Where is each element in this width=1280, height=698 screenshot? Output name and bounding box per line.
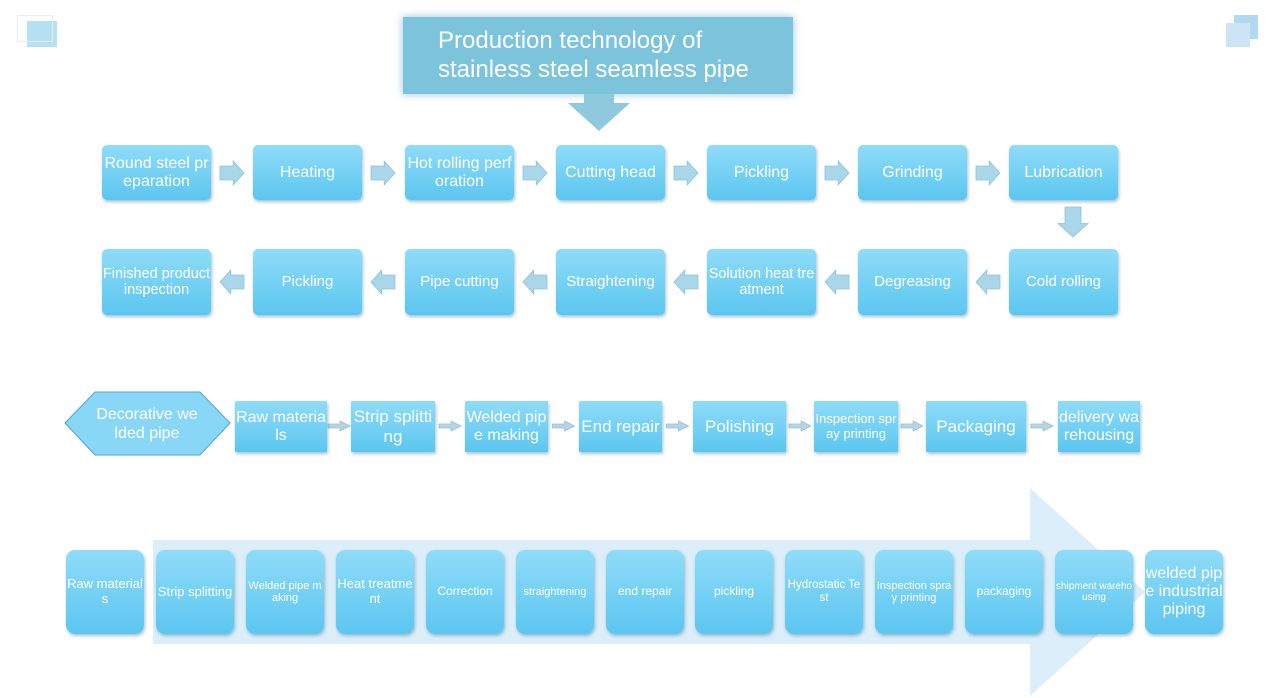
industrial-step-12-label: shipment warehousing: [1055, 580, 1133, 603]
industrial-step-7: end repair: [606, 550, 684, 634]
seamless-return-step-3-label: Pipe cutting: [420, 272, 499, 290]
seamless-step-1: Round steel preparation: [102, 145, 211, 200]
decorative-step-3: Welded pipe making: [465, 401, 548, 452]
decorative-step-8-label: delivery warehousing: [1058, 408, 1140, 444]
seamless-return-step-2-label: Pickling: [281, 272, 334, 290]
seamless-return-arrow-4: [673, 268, 699, 296]
seamless-step-7: Lubrication: [1009, 145, 1118, 200]
decorative-label: Decorative welded pipe: [96, 406, 198, 442]
seamless-arrow-2: [370, 159, 396, 187]
decorative-step-7: Packaging: [926, 401, 1026, 452]
seamless-return-step-7: Cold rolling: [1009, 249, 1118, 315]
industrial-step-1: Raw materials: [66, 550, 144, 634]
decorative-step-4: End repair: [579, 401, 662, 452]
seamless-return-step-6-label: Degreasing: [874, 272, 951, 290]
seamless-return-arrow-3: [522, 268, 548, 296]
seamless-return-step-5: Solution heat treatment: [707, 249, 816, 315]
industrial-step-9: Hydrostatic Test: [785, 550, 863, 634]
seamless-return-arrow-5: [824, 268, 850, 296]
seamless-arrow-5: [824, 159, 850, 187]
industrial-step-2-label: Strip splitting: [157, 583, 233, 599]
seamless-return-arrow-6: [975, 268, 1001, 296]
seamless-return-step-4: Straightening: [556, 249, 665, 315]
industrial-step-7-label: end repair: [617, 584, 673, 599]
decorative-arrow-3: [552, 420, 576, 432]
decorative-arrow-1: [327, 420, 351, 432]
decorative-arrow-5: [788, 420, 812, 432]
seamless-step-2-label: Heating: [279, 163, 336, 181]
seamless-return-arrow-1: [219, 268, 245, 296]
seamless-return-step-5-label: Solution heat treatment: [708, 265, 815, 298]
industrial-step-6-label: straightening: [523, 585, 587, 598]
seamless-return-step-3: Pipe cutting: [405, 249, 514, 315]
seamless-arrow-4: [673, 159, 699, 187]
seamless-return-step-4-label: Straightening: [566, 272, 655, 290]
seamless-step-4: Cutting head: [556, 145, 665, 200]
industrial-step-10: Inspection spray printing: [875, 550, 953, 634]
seamless-step-1-label: Round steel preparation: [104, 154, 209, 190]
seamless-return-step-2: Pickling: [253, 249, 362, 315]
seamless-step-7-label: Lubrication: [1024, 163, 1103, 181]
seamless-step-5: Pickling: [707, 145, 816, 200]
seamless-step-2: Heating: [253, 145, 362, 200]
seamless-step-3: Hot rolling perforation: [405, 145, 514, 200]
industrial-step-11-label: packaging: [976, 584, 1032, 599]
seamless-step-5-label: Pickling: [733, 163, 790, 181]
industrial-step-10-label: Inspection spray printing: [876, 579, 952, 604]
title-line-2: stainless steel seamless pipe: [438, 56, 749, 83]
industrial-step-11: packaging: [965, 550, 1043, 634]
seamless-arrow-down: [1056, 206, 1090, 238]
seamless-return-step-6: Degreasing: [858, 249, 967, 315]
decorative-step-4-label: End repair: [581, 416, 660, 436]
seamless-arrow-6: [975, 159, 1001, 187]
seamless-return-step-1-label: Finished product inspection: [102, 265, 211, 298]
industrial-step-3: Welded pipe making: [246, 550, 324, 634]
title-line-1: Production technology of: [438, 27, 703, 54]
seamless-arrow-1: [219, 159, 245, 187]
seamless-arrow-3: [522, 159, 548, 187]
decorative-step-3-label: Welded pipe making: [466, 408, 547, 444]
decorative-step-8: delivery warehousing: [1058, 401, 1140, 452]
decorative-step-1-label: Raw materials: [236, 408, 326, 444]
decorative-step-7-label: Packaging: [936, 416, 1016, 436]
decorative-step-2-label: Strip splitting: [353, 407, 433, 446]
industrial-step-6: straightening: [516, 550, 594, 634]
industrial-step-5-label: Correction: [437, 584, 493, 599]
industrial-step-3-label: Welded pipe making: [248, 579, 322, 604]
industrial-step-1-label: Raw materials: [67, 576, 143, 606]
industrial-step-9-label: Hydrostatic Test: [787, 579, 861, 604]
industrial-step-8: pickling: [695, 550, 773, 634]
industrial-step-2: Strip splitting: [156, 550, 234, 634]
industrial-label-label: welded pipe industrial piping: [1145, 565, 1223, 618]
industrial-step-4-label: Heat treatment: [337, 576, 413, 606]
page-title: Production technology of stainless steel…: [403, 17, 793, 94]
decorative-arrow-4: [666, 420, 690, 432]
seamless-return-step-1: Finished product inspection: [102, 249, 211, 315]
industrial-step-8-label: pickling: [713, 584, 755, 599]
seamless-step-3-label: Hot rolling perforation: [407, 154, 512, 190]
seamless-return-step-7-label: Cold rolling: [1025, 272, 1102, 290]
seamless-step-6-label: Grinding: [882, 163, 943, 181]
decorative-arrow-6: [900, 420, 924, 432]
industrial-label: welded pipe industrial piping: [1145, 550, 1223, 634]
seamless-step-6: Grinding: [858, 145, 967, 200]
decorative-step-1: Raw materials: [235, 401, 327, 452]
industrial-step-5: Correction: [426, 550, 504, 634]
decorative-step-2: Strip splitting: [351, 401, 435, 452]
decorative-step-6: Inspection spray printing: [814, 401, 898, 452]
decorative-arrow-2: [438, 420, 462, 432]
seamless-return-arrow-2: [370, 268, 396, 296]
decorative-step-6-label: Inspection spray printing: [815, 410, 897, 441]
decorative-step-5-label: Polishing: [705, 416, 774, 436]
decorative-step-5: Polishing: [693, 401, 786, 452]
decorative-arrow-7: [1030, 420, 1054, 432]
seamless-step-4-label: Cutting head: [565, 163, 656, 181]
industrial-step-4: Heat treatment: [336, 550, 414, 634]
industrial-step-12: shipment warehousing: [1055, 550, 1133, 634]
